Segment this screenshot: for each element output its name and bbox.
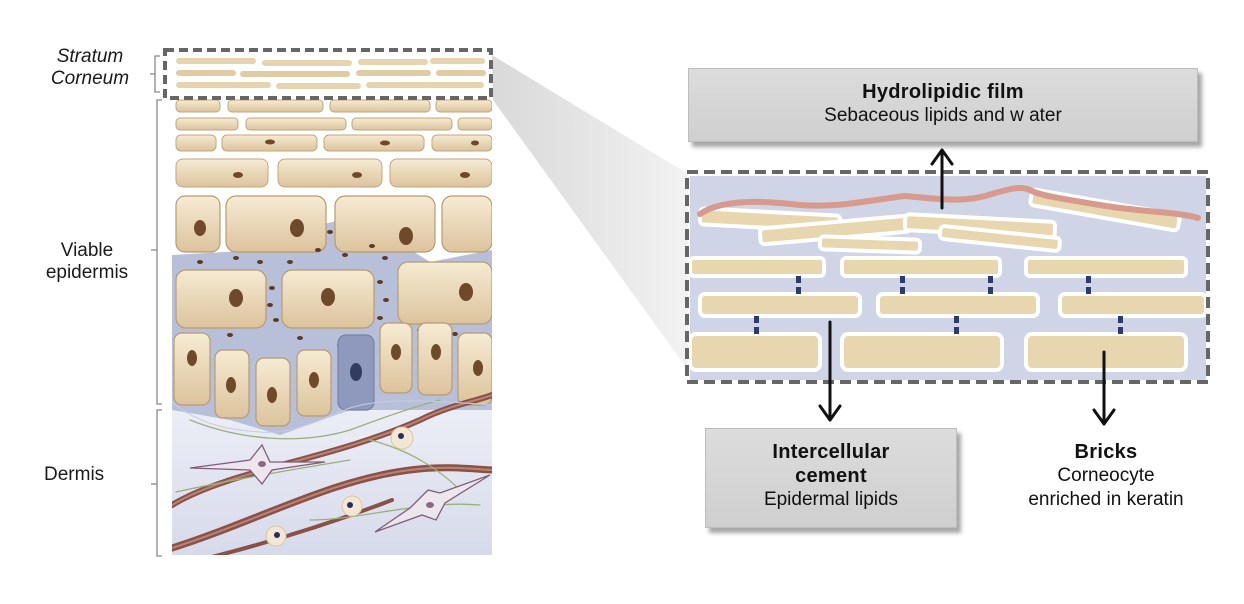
label-corneum: Corneum [50, 68, 130, 89]
basal-nuclei [187, 344, 483, 403]
surface-flakes [697, 187, 1182, 255]
hydrolipidic-film-subtitle: Sebaceous lipids and w ater [824, 105, 1062, 126]
bricks-label: Bricks Corneocyte enriched in keratin [1000, 440, 1212, 512]
label-viable: Viable [60, 240, 114, 261]
melanocyte-nucleus [350, 363, 362, 381]
hydrolipidic-film-title: Hydrolipidic film [862, 81, 1024, 103]
label-viable-epidermis: Viable epidermis [32, 240, 142, 284]
zoom-frame [685, 170, 1210, 384]
cement-subtitle: Epidermal lipids [763, 489, 899, 510]
layer-brackets [150, 55, 162, 557]
bricks-subtitle-line2: enriched in keratin [1028, 489, 1184, 510]
label-stratum-corneum: Stratum Corneum [38, 46, 142, 90]
pointer-arrows [818, 148, 1116, 426]
skin-cross-section [172, 58, 492, 555]
spinous-nuclei [194, 219, 473, 307]
label-stratum: Stratum [56, 46, 124, 67]
dermis-region [172, 395, 492, 555]
dermal-cells [265, 426, 414, 547]
stratum-corneum-flakes [176, 58, 486, 89]
corneocyte-bricks [688, 256, 1208, 372]
intercellular-cement-callout: Intercellular cement Epidermal lipids [705, 428, 957, 528]
cement-title-line1: Intercellular [772, 441, 890, 463]
zoom-cone [492, 55, 688, 370]
bricks-subtitle-line1: Corneocyte [1057, 465, 1155, 486]
flattened-nuclei [233, 139, 479, 178]
corneodesmosomes [754, 276, 1123, 334]
label-epidermis: epidermis [45, 262, 129, 283]
dermis-fibers [172, 392, 492, 555]
hydrolipidic-film-callout: Hydrolipidic film Sebaceous lipids and w… [688, 68, 1198, 142]
cement-title-line2: cement [795, 465, 867, 487]
flattened-cells [175, 99, 492, 188]
bricks-title: Bricks [1074, 441, 1138, 463]
hydrolipidic-film-line [697, 184, 1201, 221]
stratum-corneum-highlight [163, 48, 493, 100]
zoomed-stratum-corneum [688, 176, 1208, 380]
dermo-epidermal-junction [171, 400, 493, 433]
label-dermis: Dermis [44, 464, 105, 485]
spinous-cells [175, 195, 492, 329]
